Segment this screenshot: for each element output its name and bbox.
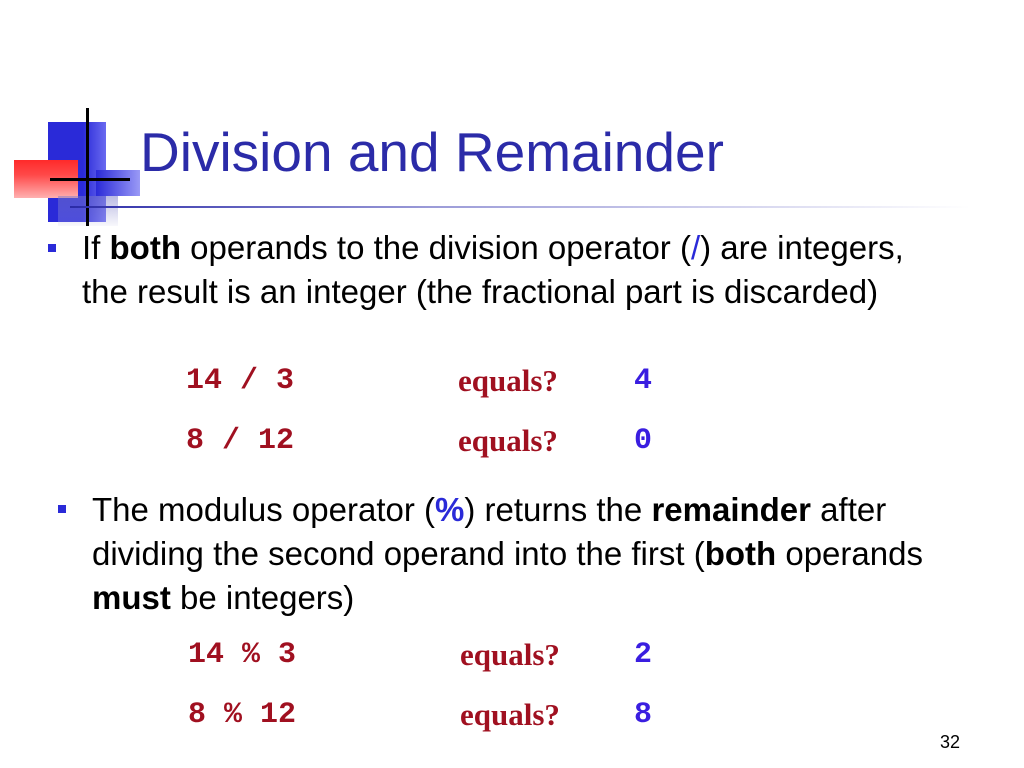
title-underline [70, 206, 970, 208]
division-operator: / [690, 229, 701, 266]
bullet-2-part: The modulus operator ( [92, 491, 436, 528]
example-answer: 2 [634, 638, 653, 672]
modulus-operator: % [435, 491, 465, 528]
bullet-2-part: after dividing the second operand into t… [92, 491, 887, 572]
example-expression: 8 / 12 [186, 424, 295, 458]
bullet-2-emphasis-must: must [92, 579, 171, 616]
decoration-vline [86, 108, 89, 226]
decoration-hline [50, 178, 130, 181]
bullet-1-part: If [82, 229, 110, 266]
bullet-2-part: be integers) [170, 579, 355, 616]
decoration-blue-bar [96, 170, 140, 196]
bullet-2-text: The modulus operator (%) returns the rem… [92, 488, 932, 620]
corner-decoration [0, 100, 140, 230]
example-expression: 14 / 3 [186, 364, 295, 398]
example-label: equals? [458, 423, 558, 458]
example-label: equals? [460, 697, 560, 732]
example-label: equals? [460, 637, 560, 672]
page-number: 32 [940, 732, 961, 752]
slide-title: Division and Remainder [140, 121, 724, 183]
example-label: equals? [458, 363, 558, 398]
bullet-2-part: operands [776, 535, 923, 572]
bullet-1-emphasis-both: both [109, 229, 181, 266]
example-answer: 4 [634, 364, 653, 398]
bullet-1-part: operands to the division operator ( [180, 229, 691, 266]
example-expression: 14 % 3 [188, 638, 297, 672]
bullet-1-part: ) are integers, the result is an integer… [82, 229, 904, 310]
bullet-2-emphasis-remainder: remainder [651, 491, 812, 528]
bullet-2-emphasis-both: both [704, 535, 777, 572]
example-expression: 8 % 12 [188, 698, 297, 732]
example-answer: 0 [634, 424, 653, 458]
bullet-1-marker [48, 244, 56, 252]
bullet-2-marker [58, 505, 66, 513]
example-answer: 8 [634, 698, 653, 732]
bullet-1-text: If both operands to the division operato… [82, 226, 942, 314]
bullet-2-part: ) returns the [464, 491, 652, 528]
